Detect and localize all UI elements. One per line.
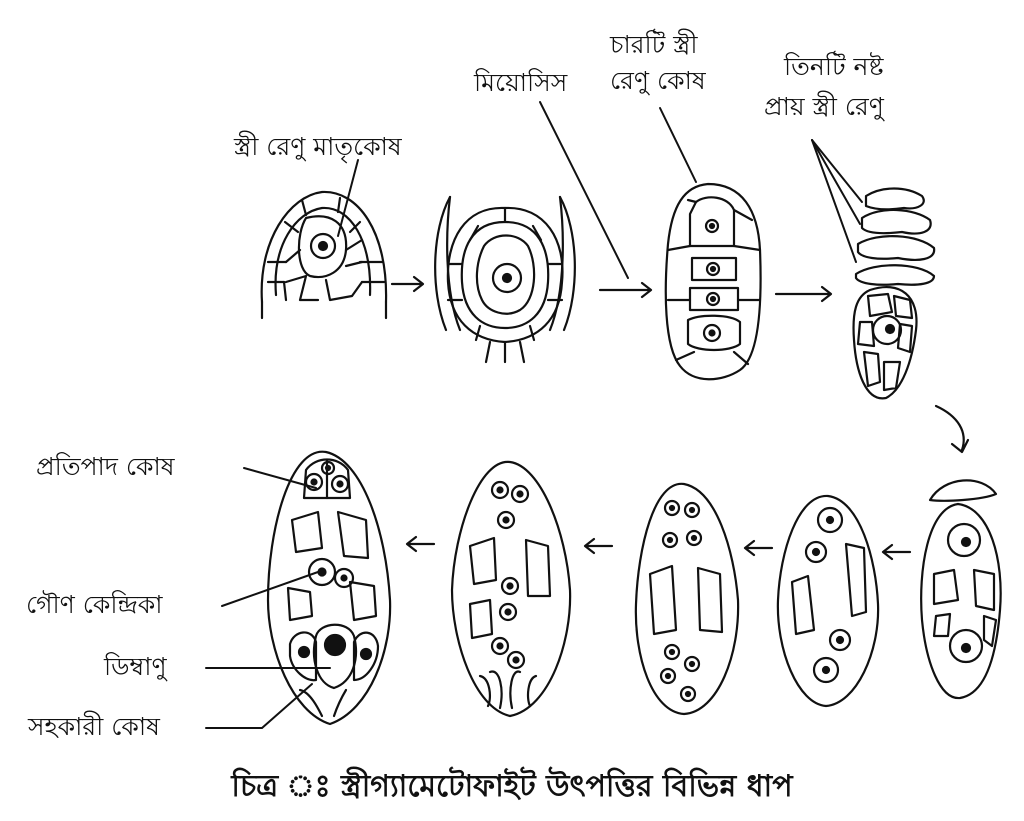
leader-polar-nuclei: [222, 572, 318, 606]
arrow-right-icon: [776, 287, 831, 301]
arrow-left-icon: [407, 537, 434, 551]
stage-1-megaspore-mother-cell: [262, 192, 386, 318]
stage-5-two-nucleate: [921, 480, 1001, 698]
leader-synergid: [206, 684, 312, 728]
arrow-left-icon: [883, 545, 910, 559]
label-four-megaspores-line1: চারটি স্ত্রী: [610, 30, 698, 59]
label-antipodal-cells: প্রতিপাদ কোষ: [36, 452, 175, 481]
arrow-curved-down-icon: [936, 406, 968, 452]
stage-2-ovule: [435, 197, 575, 362]
stage-7-eight-nucleate: [636, 484, 738, 714]
stage-9-mature-embryo-sac: [268, 452, 390, 724]
arrow-left-icon: [745, 541, 772, 555]
leader-meiosis: [540, 102, 628, 278]
leader-degenerating-3: [812, 140, 856, 262]
label-polar-nuclei: গৌণ কেন্দ্রিকা: [26, 590, 163, 619]
arrow-right-icon: [392, 277, 423, 291]
arrow-left-icon: [585, 539, 612, 553]
leader-degenerating-2: [812, 140, 860, 224]
leader-antipodal: [244, 468, 316, 488]
leader-four-megaspores: [660, 108, 696, 182]
label-synergids: সহকারী কোষ: [28, 712, 160, 741]
stage-6-four-nucleate: [778, 496, 878, 706]
stage-4-functional-megaspore: [854, 189, 935, 399]
leader-mother-cell: [338, 160, 358, 236]
label-megaspore-mother-cell: স্ত্রী রেণু মাতৃকোষ: [234, 132, 402, 161]
leader-degenerating-1: [812, 140, 862, 202]
arrow-right-icon: [600, 283, 651, 297]
leader-lines: [206, 102, 862, 728]
label-three-degenerating-line1: তিনটি নষ্ট: [784, 52, 884, 81]
label-egg-cell: ডিম্বাণু: [104, 652, 167, 681]
label-four-megaspores-line2: রেণু কোষ: [610, 66, 706, 95]
stage-8-organizing: [452, 462, 570, 716]
label-meiosis: মিয়োসিস: [474, 68, 568, 97]
stage-3-four-megaspores: [666, 184, 761, 379]
label-three-degenerating-line2: প্রায় স্ত্রী রেণু: [764, 92, 884, 121]
figure-caption: চিত্র ঃ স্ত্রীগ্যামেটোফাইট উৎপত্তির বিভি…: [231, 769, 793, 804]
